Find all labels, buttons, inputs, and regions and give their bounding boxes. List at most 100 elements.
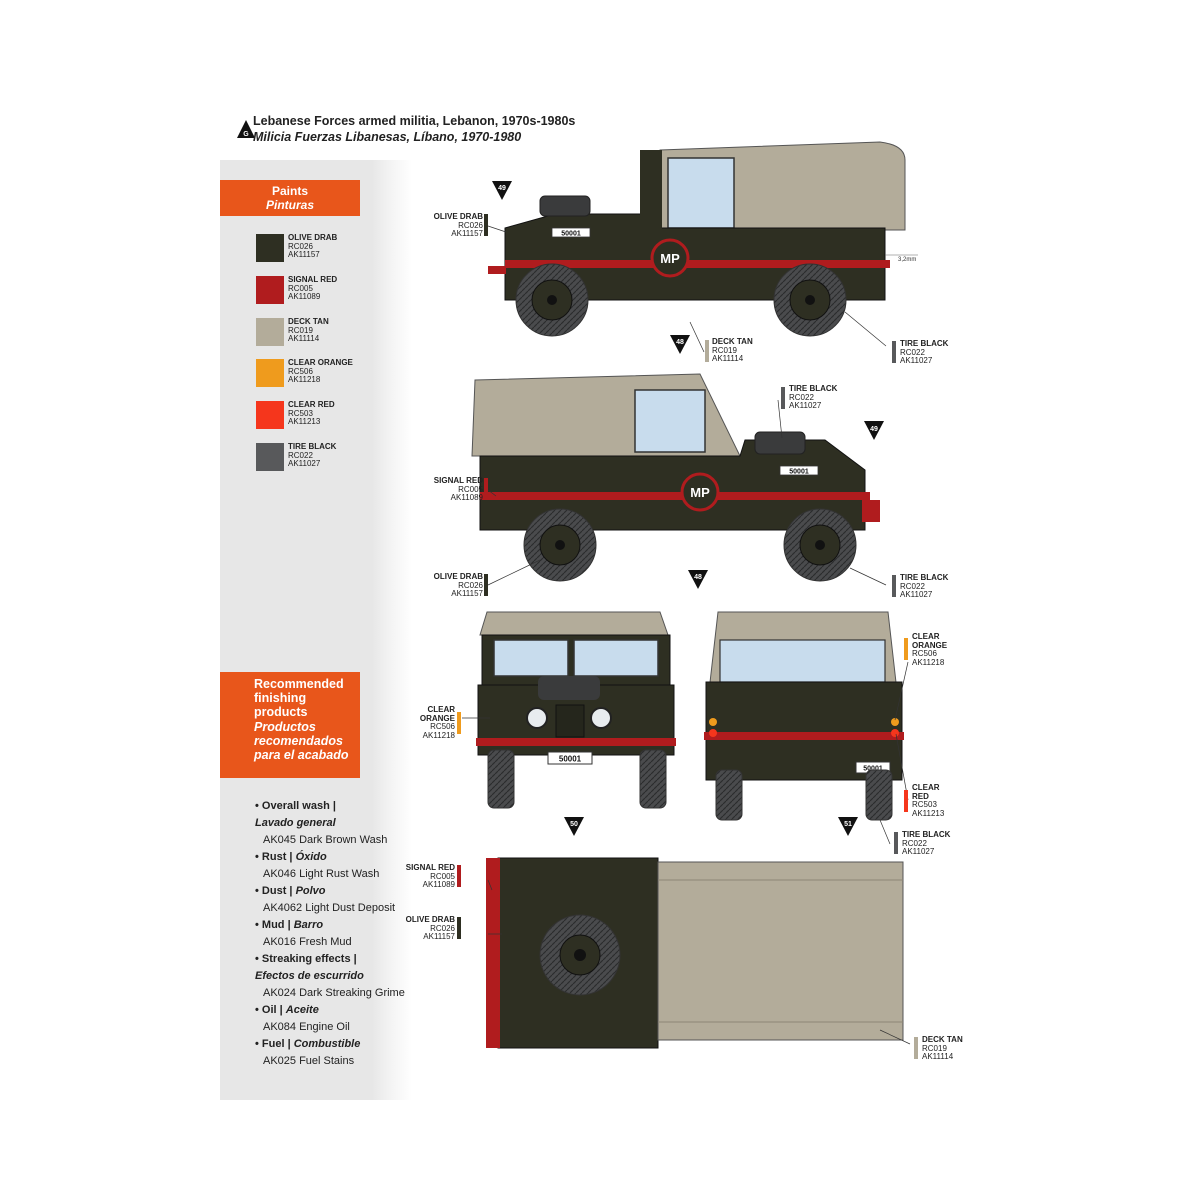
dimension-label: 3,2mm	[898, 257, 916, 263]
finishing-product: AK045 Dark Brown Wash	[263, 834, 388, 846]
finishing-list: • Overall wash | Lavado general AK045 Da…	[255, 798, 415, 1070]
paint-name: SIGNAL RED	[288, 275, 338, 284]
decal-number: 48	[676, 339, 684, 346]
finishing-product: AK046 Light Rust Wash	[263, 868, 380, 880]
finishing-header-es: Productos	[254, 720, 316, 734]
paint-code: RC026	[288, 241, 313, 251]
callout-swatch	[484, 214, 488, 236]
finishing-item: • Overall wash |	[255, 800, 336, 812]
finishing-item: • Streaking effects |	[255, 953, 357, 965]
paints-header: Paints Pinturas	[220, 180, 360, 216]
callout-swatch	[904, 638, 908, 660]
finishing-product: AK4062 Light Dust Deposit	[263, 902, 396, 914]
finishing-product: AK016 Fresh Mud	[263, 936, 352, 948]
number-plate	[551, 227, 591, 238]
mp-roundel	[650, 238, 690, 278]
paint-code: AK11089	[288, 292, 321, 301]
decal-number: 50	[570, 821, 578, 828]
mp-marking: MP	[690, 485, 710, 500]
callout-swatch	[705, 340, 709, 362]
callout-swatch	[484, 574, 488, 596]
paint-code: RC005	[288, 283, 313, 293]
finishing-item: • Fuel | Combustible	[255, 1038, 361, 1050]
rear-view: 50001	[704, 611, 904, 821]
plate-text: 50001	[559, 755, 582, 764]
sidebar-brush-edge	[372, 160, 412, 1100]
finishing-header-en: Recommended	[254, 677, 344, 691]
side-window	[667, 157, 735, 229]
plate-text: 50001	[863, 766, 883, 773]
page-title: Lebanese Forces armed militia, Lebanon, …	[253, 114, 576, 128]
finishing-product: AK024 Dark Streaking Grime	[263, 987, 405, 999]
callout-swatch	[457, 917, 461, 939]
finishing-header-es: para el acabado	[254, 748, 349, 762]
scheme-badge-letter: G	[243, 131, 249, 138]
right-side-view: 50001 MP	[471, 373, 880, 582]
paint-name: CLEAR RED	[288, 400, 335, 409]
callout-swatch	[457, 712, 461, 734]
paint-swatch	[256, 234, 284, 262]
finishing-item: • Oil | Aceite	[255, 1004, 319, 1016]
mp-marking: MP	[660, 251, 680, 266]
callout-swatch	[484, 478, 488, 500]
paint-code: RC022	[288, 450, 313, 460]
finishing-header-es: recomendados	[254, 734, 343, 748]
finishing-header-en: finishing	[254, 691, 307, 705]
top-view	[486, 857, 904, 1049]
decal-number: 51	[844, 821, 852, 828]
paint-swatch	[256, 276, 284, 304]
callout-swatch	[892, 575, 896, 597]
paint-code: AK11114	[288, 334, 320, 343]
scheme-badge-icon: G	[237, 120, 255, 138]
callout-swatch	[457, 865, 461, 887]
decal-markers: 49 48 49 48 50 51	[492, 181, 884, 836]
finishing-product: AK025 Fuel Stains	[263, 1055, 355, 1067]
finishing-product: AK084 Engine Oil	[263, 1021, 350, 1033]
paint-swatch	[256, 401, 284, 429]
finishing-item: • Rust | Óxido	[255, 851, 327, 863]
decal-number: 49	[870, 426, 878, 433]
paints-header-es: Pinturas	[265, 198, 314, 212]
paint-name: DECK TAN	[288, 317, 329, 326]
paint-code: AK11027	[288, 459, 321, 468]
callout-swatch	[904, 790, 908, 812]
callout-swatch	[892, 341, 896, 363]
paint-code: AK11218	[288, 375, 321, 384]
plate-text: 50001	[789, 469, 809, 476]
paint-name: OLIVE DRAB	[288, 233, 338, 242]
left-side-view: 50001 MP 3,2mm	[488, 141, 918, 337]
callout-swatch	[914, 1037, 918, 1059]
finishing-header-en: products	[254, 705, 308, 719]
paint-code: AK11157	[288, 250, 320, 259]
plate-text: 50001	[561, 231, 581, 238]
paints-header-en: Paints	[271, 184, 308, 198]
finishing-header: Recommended finishing products Productos…	[220, 672, 360, 778]
decal-number: 49	[498, 185, 506, 192]
finishing-item-es: Efectos de escurrido	[255, 970, 364, 982]
paint-swatch	[256, 359, 284, 387]
callout-swatch	[781, 387, 785, 409]
decal-number: 48	[694, 574, 702, 581]
paint-name: TIRE BLACK	[288, 442, 337, 451]
finishing-item-es: Lavado general	[255, 817, 336, 829]
paint-code: AK11213	[288, 417, 321, 426]
paint-swatch	[256, 318, 284, 346]
